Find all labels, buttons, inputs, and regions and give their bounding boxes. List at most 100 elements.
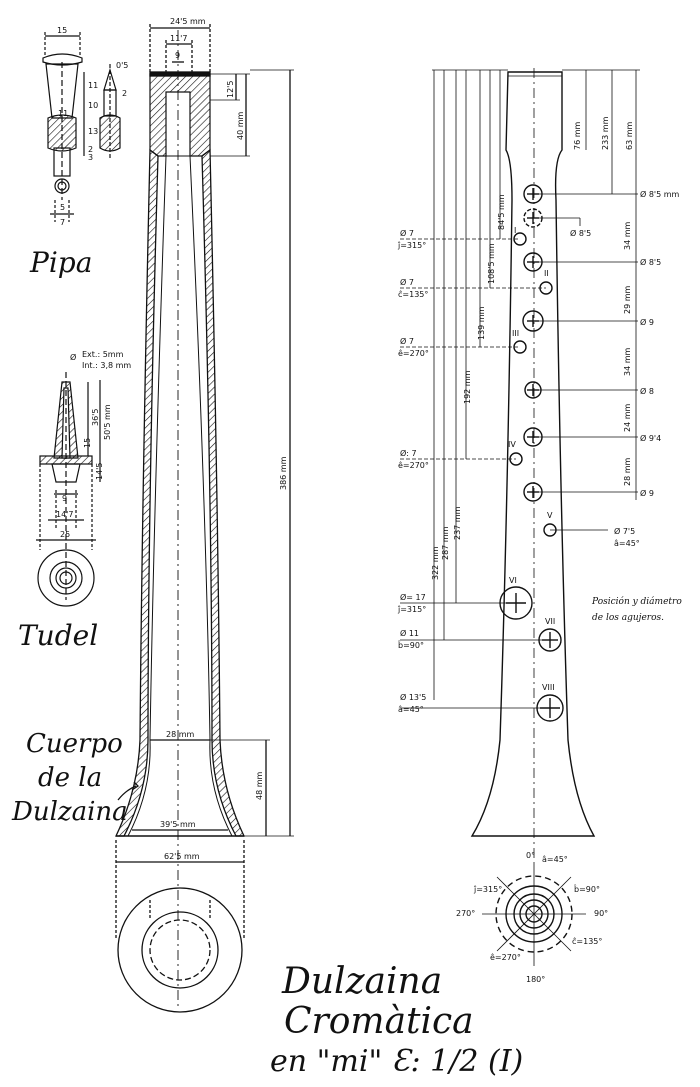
dim-29: 29 mm	[623, 285, 632, 314]
side-hole-3-a: ê=270°	[398, 348, 429, 358]
body-top-mid: 11'7	[170, 34, 187, 43]
body-top-outer: 24'5 mm	[170, 17, 206, 26]
side-hole-5-num: V	[547, 511, 553, 520]
cuerpo-label-2: de la	[38, 763, 102, 793]
body-length: 386 mm	[279, 456, 288, 490]
dim-76: 76 mm	[573, 121, 582, 150]
side-hole-6-num: VI	[509, 576, 517, 585]
side-hole-5-a: â=45°	[614, 539, 640, 548]
front-hole-2-label: Ø 8'5	[570, 228, 591, 238]
body-bottom-bore: 39'5 mm	[160, 820, 196, 829]
tudel-label: Tudel	[18, 619, 98, 652]
compass-e: 90°	[594, 909, 608, 918]
side-holes	[499, 232, 564, 722]
tudel-ext: Ext.: 5mm	[82, 350, 124, 359]
tudel-d147: 14'7	[56, 510, 73, 519]
dim-287: 287 mm	[441, 526, 450, 560]
cuerpo-label-3: Dulzaina	[11, 797, 128, 827]
pipa-h5: 2	[88, 145, 93, 154]
side-hole-5-d: Ø 7'5	[614, 526, 635, 536]
dim-192: 192 mm	[463, 370, 472, 404]
pipa-h4: 13	[88, 127, 98, 136]
side-hole-1-d: Ø 7	[400, 228, 414, 238]
pipa-tip2: 2	[122, 89, 127, 98]
tudel-phi: Ø	[70, 352, 76, 362]
compass-c: ĉ=135°	[572, 936, 602, 946]
body-bottom-h: 48 mm	[255, 771, 264, 800]
side-hole-7-num: VII	[545, 617, 555, 626]
pipa-h1: 11	[88, 81, 98, 90]
side-hole-6-a: ĵ=315°	[397, 605, 426, 614]
side-hole-1-num: I	[514, 226, 516, 235]
body-bottom-outer: 62'5 mm	[164, 852, 200, 861]
tudel-d25: 25	[60, 530, 70, 539]
angle-compass	[482, 862, 586, 966]
cuerpo-label-1: Cuerpo	[26, 729, 123, 759]
front-hole-3-label: Ø 8'5	[640, 257, 661, 267]
body-exterior-drawing	[400, 68, 640, 966]
front-hole-4-label: Ø 9	[640, 317, 654, 327]
compass-a: â=45°	[542, 855, 568, 864]
pipa-tip: 0'5	[116, 61, 128, 70]
tudel-d505: 50'5 mm	[103, 404, 112, 440]
dim-139: 139 mm	[477, 306, 486, 340]
compass-b: b̂=90°	[573, 884, 600, 894]
note-line-2: de los agujeros.	[592, 613, 664, 623]
compass-ee: ê=270°	[490, 952, 521, 962]
side-hole-7-d: Ø 11	[400, 628, 419, 638]
pipa-label: Pipa	[29, 246, 92, 279]
dim-34a: 34 mm	[623, 221, 632, 250]
tudel-d145: 14'5	[95, 463, 104, 480]
front-hole-1-label: Ø 8'5 mm	[640, 189, 680, 199]
pipa-w-bottom: 5	[60, 203, 65, 212]
tudel-d365: 36'5	[91, 409, 100, 426]
side-hole-2-num: II	[544, 269, 549, 278]
side-hole-4-a: ê=270°	[398, 460, 429, 470]
pipa-h3: 11	[58, 109, 68, 118]
side-hole-3-num: III	[512, 329, 519, 338]
tudel-d9: 9	[62, 494, 67, 503]
front-hole-7-label: Ø 9	[640, 488, 654, 498]
tudel-drawing	[36, 372, 101, 607]
side-hole-8-num: VIII	[542, 683, 555, 692]
title-line-3: en "mi" Ɛ: 1/2 (I)	[270, 1044, 524, 1079]
tudel-int: Int.: 3,8 mm	[82, 361, 131, 370]
pipa-h6: 3	[88, 153, 93, 162]
tudel-d15: 15	[83, 438, 92, 448]
side-hole-8-a: â=45°	[398, 705, 424, 714]
title-line-1: Dulzaina	[282, 961, 443, 1002]
body-section-drawing	[114, 24, 294, 1013]
note-line-1: Posición y diámetro	[591, 596, 682, 607]
side-hole-4-d: Ø: 7	[400, 448, 417, 458]
front-hole-5-label: Ø 8	[640, 386, 654, 396]
front-hole-6-label: Ø 9'4	[640, 433, 661, 443]
title-line-2: Cromàtica	[284, 1001, 474, 1042]
pipa-w-bottom2: 7	[60, 218, 65, 227]
side-hole-7-a: b̂=90°	[397, 640, 424, 650]
dim-233: 233 mm	[601, 116, 610, 150]
front-holes	[522, 184, 544, 502]
side-hole-4-num: IV	[508, 440, 516, 449]
side-hole-2-a: ĉ=135°	[398, 289, 428, 299]
compass-s: 180°	[526, 975, 545, 984]
side-hole-3-d: Ø 7	[400, 336, 414, 346]
side-hole-6-d: Ø= 17	[400, 592, 426, 602]
body-d125: 12'5	[226, 81, 235, 98]
pipa-width-top: 15	[57, 26, 67, 35]
body-top-inner: 9	[175, 51, 180, 60]
dim-237: 237 mm	[453, 506, 462, 540]
pipa-drawing	[42, 32, 121, 222]
dim-845: 84'5 mm	[497, 194, 506, 230]
dim-63: 63 mm	[625, 121, 634, 150]
body-bottom-inner: 28 mm	[166, 730, 195, 739]
side-hole-8-d: Ø 13'5	[400, 692, 426, 702]
dim-28: 28 mm	[623, 457, 632, 486]
dim-34b: 34 mm	[623, 347, 632, 376]
side-hole-1-a: ĵ=315°	[397, 241, 426, 250]
dim-24: 24 mm	[623, 403, 632, 432]
dim-1085: 108'5 mm	[487, 243, 496, 284]
title-block: Dulzaina Cromàtica en "mi" Ɛ: 1/2 (I)	[270, 962, 690, 1082]
body-d40: 40 mm	[236, 111, 245, 140]
dim-322: 322 mm	[431, 546, 440, 580]
